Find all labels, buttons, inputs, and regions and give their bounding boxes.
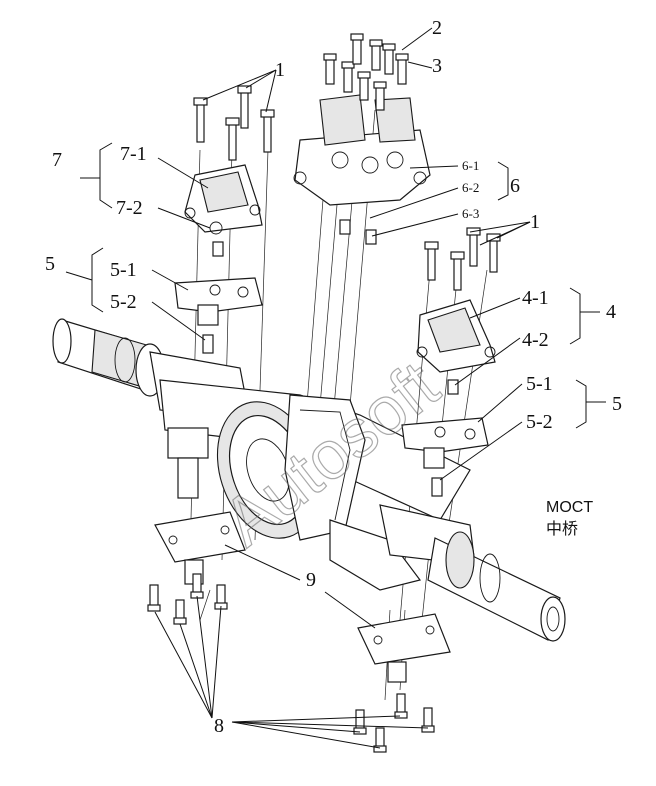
axle-caption-latin: MOCT <box>546 499 593 516</box>
leader-lines <box>65 27 606 749</box>
label-9: 9 <box>306 569 316 591</box>
label-5-left: 5 <box>45 253 55 275</box>
lower-bolts <box>147 573 435 753</box>
label-4-2: 4-2 <box>522 329 549 351</box>
left-spring-seat <box>174 277 263 354</box>
label-6-2: 6-2 <box>462 180 479 195</box>
label-3: 3 <box>432 55 442 77</box>
axle-caption-chinese: 中桥 <box>546 520 578 538</box>
upper-torque-rod-bracket <box>293 94 431 245</box>
label-7: 7 <box>52 149 62 171</box>
label-5-2-left: 5-2 <box>110 291 137 313</box>
label-5-1-right: 5-1 <box>526 373 553 395</box>
label-7-1: 7-1 <box>120 143 147 165</box>
axle-housing <box>52 318 566 642</box>
left-upper-seat <box>184 164 263 257</box>
left-lower-plate <box>154 511 246 585</box>
right-upper-seat <box>416 299 496 395</box>
label-5-2-right: 5-2 <box>526 411 553 433</box>
label-6-3: 6-3 <box>462 206 479 221</box>
label-5-right: 5 <box>612 393 622 415</box>
label-8: 8 <box>214 715 224 737</box>
top-bolts <box>323 33 409 111</box>
label-1-top-left: 1 <box>275 59 285 81</box>
label-5-1-left: 5-1 <box>110 259 137 281</box>
right-top-bolts <box>424 227 501 291</box>
label-7-2: 7-2 <box>116 197 143 219</box>
label-4: 4 <box>606 301 616 323</box>
label-1-right: 1 <box>530 211 540 233</box>
right-spring-seat <box>401 417 489 497</box>
left-top-bolts <box>193 85 275 161</box>
label-4-1: 4-1 <box>522 287 549 309</box>
label-2: 2 <box>432 17 442 39</box>
label-6-1: 6-1 <box>462 158 479 173</box>
label-6: 6 <box>510 175 520 197</box>
right-lower-plate <box>357 613 451 683</box>
